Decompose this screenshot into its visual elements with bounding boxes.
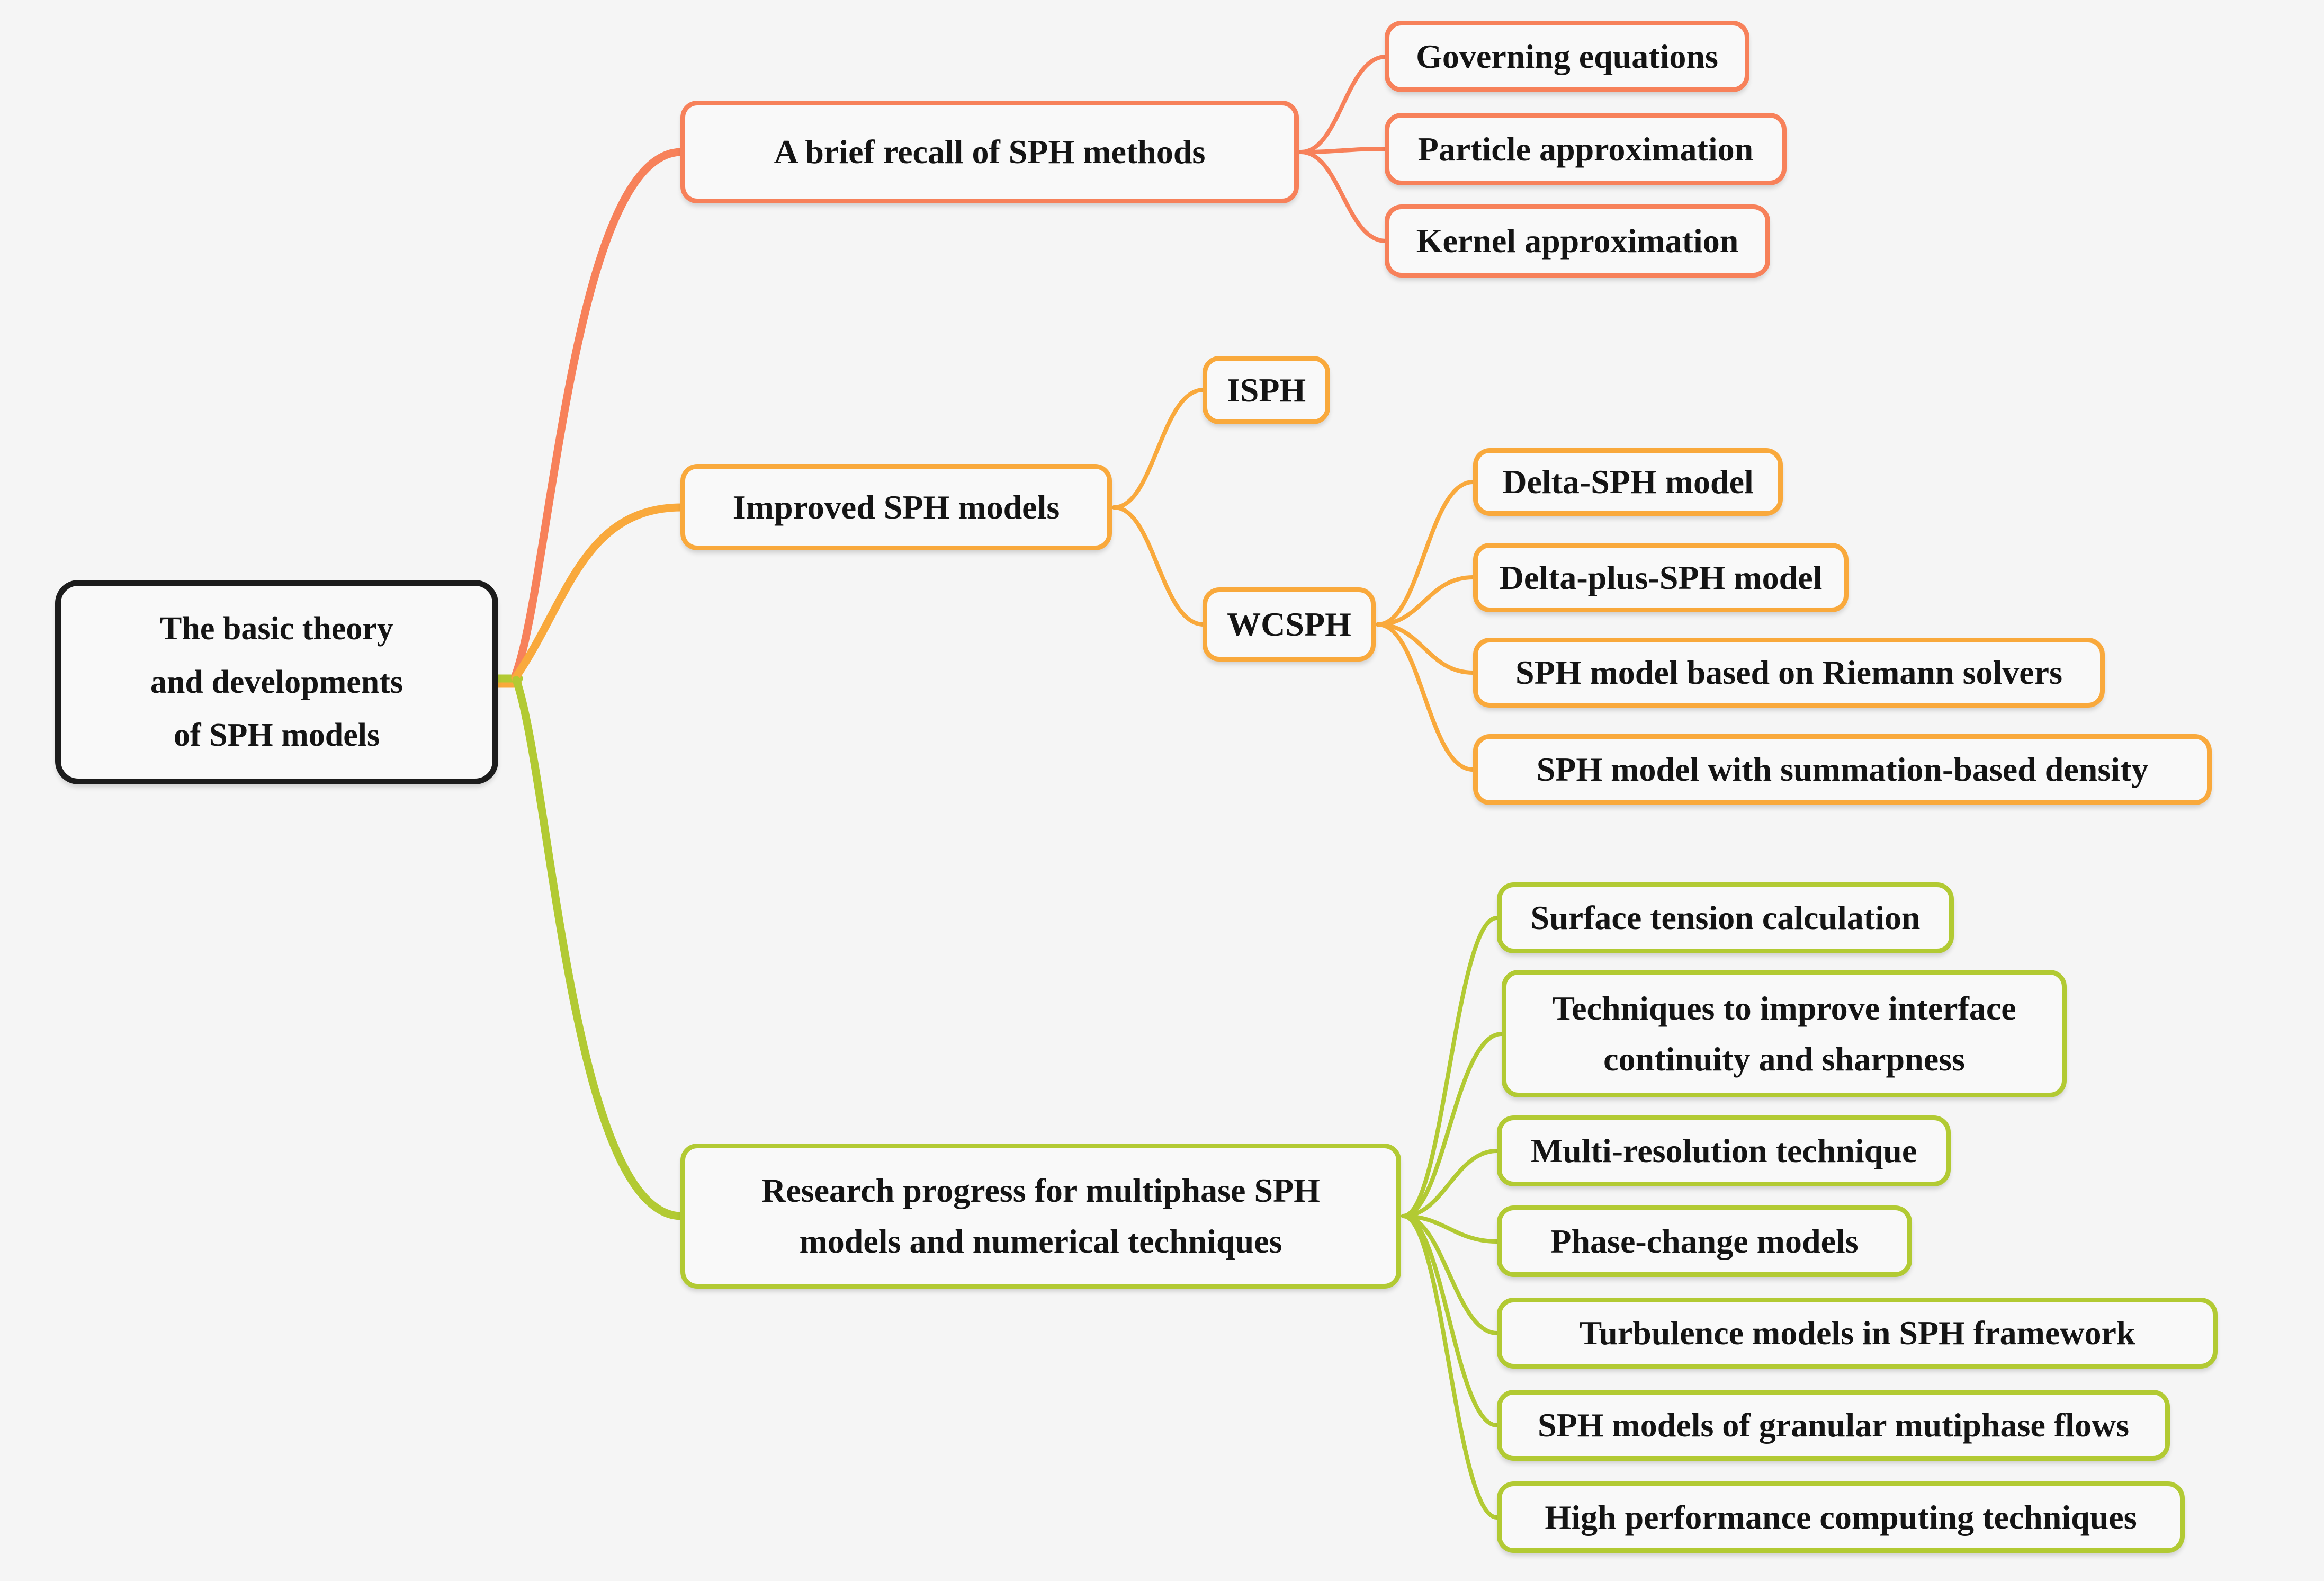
node-surface-tension: Surface tension calculation: [1497, 882, 1954, 953]
node-root: The basic theory and developments of SPH…: [55, 580, 498, 784]
node-delta-plus-sph-label: Delta-plus-SPH model: [1499, 558, 1823, 596]
node-interface-techniques: Techniques to improve interface continui…: [1502, 970, 2067, 1097]
node-hpc-techniques-label: High performance computing techniques: [1545, 1498, 2137, 1536]
node-phase-change-label: Phase-change models: [1550, 1222, 1859, 1260]
node-interface-techniques-label: Techniques to improve interface continui…: [1552, 989, 2016, 1078]
node-riemann-solvers: SPH model based on Riemann solvers: [1473, 638, 2105, 708]
node-hpc-techniques: High performance computing techniques: [1497, 1481, 2185, 1553]
connector-research-to-phase-change: [1401, 1214, 1499, 1244]
node-multi-resolution: Multi-resolution technique: [1497, 1115, 1951, 1186]
node-delta-plus-sph: Delta-plus-SPH model: [1473, 543, 1849, 612]
node-wcsph-label: WCSPH: [1227, 605, 1351, 643]
node-particle-approximation: Particle approximation: [1385, 113, 1787, 185]
connector-research-to-granular: [1401, 1214, 1499, 1427]
node-summation-density-label: SPH model with summation-based density: [1536, 751, 2149, 788]
node-brief-recall: A brief recall of SPH methods: [680, 101, 1299, 203]
node-multi-resolution-label: Multi-resolution technique: [1530, 1132, 1917, 1169]
node-brief-recall-label: A brief recall of SPH methods: [774, 133, 1206, 171]
node-research-progress-label: Research progress for multiphase SPH mod…: [761, 1172, 1320, 1260]
connector-wcsph-to-riemann: [1376, 622, 1475, 675]
node-turbulence-models-label: Turbulence models in SPH framework: [1579, 1314, 2135, 1352]
connector-brief-to-kernel: [1299, 150, 1388, 243]
node-granular-flows: SPH models of granular mutiphase flows: [1497, 1390, 2170, 1461]
connector-wcsph-to-summation: [1376, 622, 1475, 772]
node-granular-flows-label: SPH models of granular mutiphase flows: [1537, 1406, 2130, 1444]
node-delta-sph: Delta-SPH model: [1473, 448, 1783, 516]
node-improved-sph-label: Improved SPH models: [732, 488, 1060, 526]
connector-wcsph-to-delta-plus: [1376, 575, 1475, 627]
connector-root-to-improved: [511, 503, 686, 682]
node-particle-approximation-label: Particle approximation: [1417, 130, 1754, 168]
node-isph-label: ISPH: [1226, 371, 1306, 409]
node-improved-sph: Improved SPH models: [680, 464, 1112, 550]
connector-brief-to-governing: [1299, 55, 1388, 154]
connector-research-to-surface: [1401, 916, 1499, 1218]
node-riemann-solvers-label: SPH model based on Riemann solvers: [1515, 654, 2062, 691]
connector-root-to-brief-recall: [511, 148, 686, 680]
node-surface-tension-label: Surface tension calculation: [1530, 899, 1921, 936]
node-phase-change: Phase-change models: [1497, 1205, 1912, 1277]
node-governing-equations: Governing equations: [1385, 21, 1749, 92]
node-research-progress: Research progress for multiphase SPH mod…: [680, 1144, 1401, 1289]
node-kernel-approximation-label: Kernel approximation: [1416, 222, 1739, 260]
connector-research-to-multiresolution: [1401, 1149, 1499, 1218]
node-wcsph: WCSPH: [1203, 587, 1376, 662]
connector-brief-to-particle: [1299, 147, 1388, 154]
connector-wcsph-to-delta: [1376, 480, 1475, 627]
connector-improved-to-isph: [1112, 388, 1206, 510]
connector-improved-to-wcsph: [1112, 505, 1206, 627]
node-delta-sph-label: Delta-SPH model: [1502, 463, 1754, 501]
connector-research-to-techniques: [1401, 1032, 1504, 1218]
connector-research-to-turbulence: [1401, 1214, 1499, 1335]
node-summation-density: SPH model with summation-based density: [1473, 734, 2212, 805]
node-turbulence-models: Turbulence models in SPH framework: [1497, 1298, 2218, 1369]
node-kernel-approximation: Kernel approximation: [1385, 204, 1770, 278]
node-governing-equations-label: Governing equations: [1416, 37, 1718, 75]
connector-research-to-hpc: [1401, 1214, 1499, 1520]
connector-root-to-research: [512, 676, 686, 1220]
node-isph: ISPH: [1203, 356, 1330, 424]
node-root-label: The basic theory and developments of SPH…: [150, 611, 403, 754]
